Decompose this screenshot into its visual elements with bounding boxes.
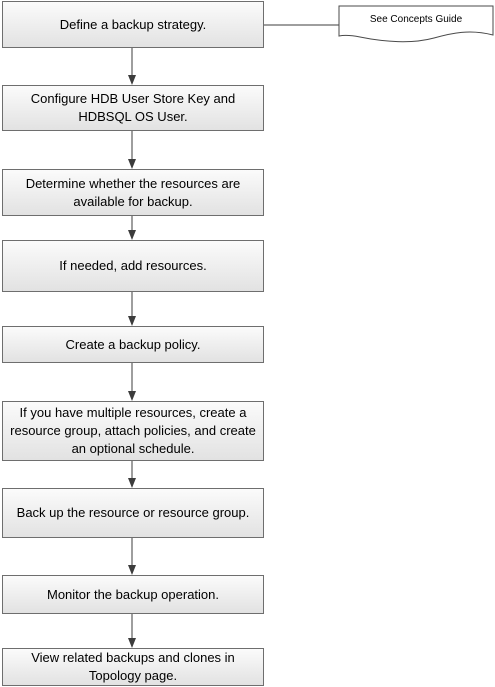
step-label: If you have multiple resources, create a… <box>10 405 256 456</box>
step-label: Define a backup strategy. <box>59 16 207 32</box>
step-define-backup-strategy: Define a backup strategy. <box>2 1 264 48</box>
step-determine-resources-available: Determine whether the resources are avai… <box>2 169 264 216</box>
step-back-up-resource: Back up the resource or resource group. <box>2 488 264 538</box>
step-monitor-backup-operation: Monitor the backup operation. <box>2 575 264 614</box>
step-configure-hdb-user-store-key: Configure HDB User Store Key and HDBSQL … <box>2 85 264 131</box>
step-create-backup-policy: Create a backup policy. <box>2 326 264 363</box>
step-create-resource-group: If you have multiple resources, create a… <box>2 401 264 461</box>
step-label: Create a backup policy. <box>65 336 201 352</box>
step-add-resources: If needed, add resources. <box>2 240 264 292</box>
note-see-concepts-guide: See Concepts Guide <box>339 8 493 30</box>
step-label: If needed, add resources. <box>59 258 207 273</box>
step-label: Back up the resource or resource group. <box>16 505 250 520</box>
step-label: Monitor the backup operation. <box>47 586 219 602</box>
step-label: Determine whether the resources are avai… <box>25 175 241 209</box>
note-label-text: See Concepts Guide <box>369 13 463 25</box>
step-view-backups-and-clones: View related backups and clones in Topol… <box>2 648 264 686</box>
step-label: Configure HDB User Store Key and HDBSQL … <box>30 91 236 124</box>
step-label: View related backups and clones in Topol… <box>31 650 235 683</box>
note-document-shape <box>338 5 494 43</box>
